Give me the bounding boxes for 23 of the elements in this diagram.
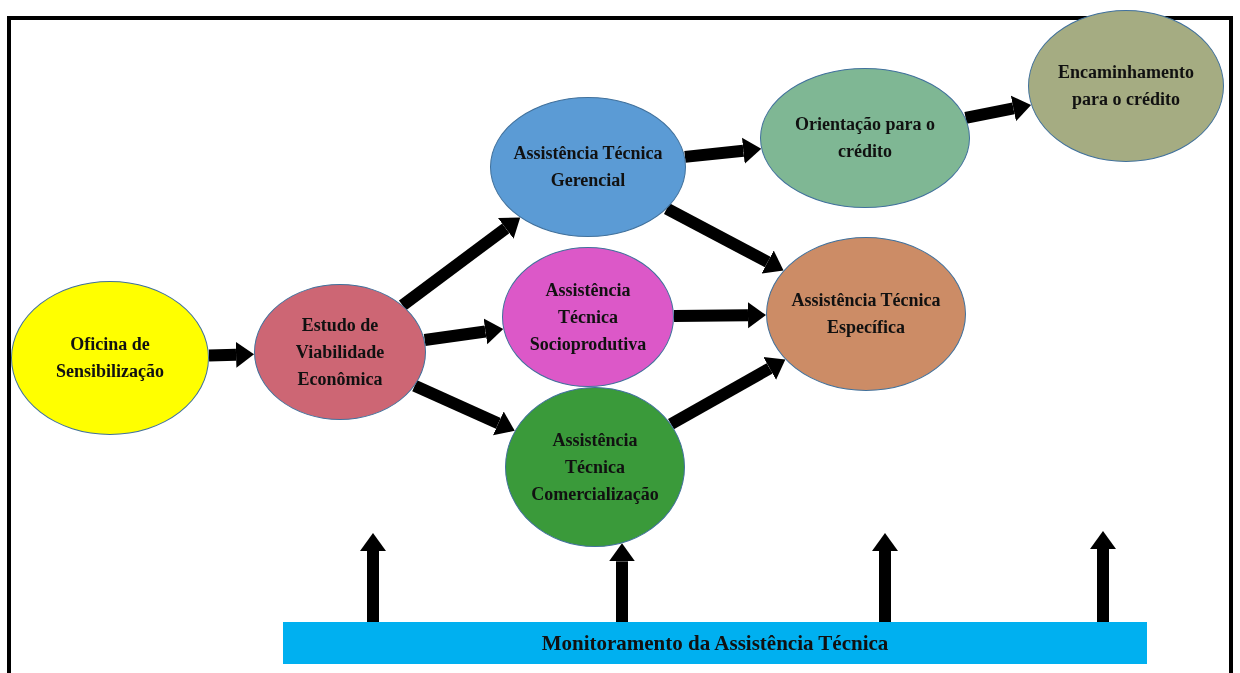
arrow <box>609 543 635 622</box>
arrow <box>663 203 784 274</box>
monitoring-bar <box>283 622 1147 664</box>
arrow <box>208 341 255 368</box>
node-label: Oficina de Sensibilização <box>55 333 165 383</box>
arrow <box>398 217 521 311</box>
arrow <box>1090 531 1116 622</box>
node-label: Assistência Técnica Comercialização <box>530 428 660 506</box>
arrow <box>360 533 386 622</box>
arrow <box>684 137 762 164</box>
node-label: Encaminhamento para o crédito <box>1057 61 1195 111</box>
node-label: Assistência Técnica Socioprodutiva <box>528 278 648 356</box>
node-label: Assistência Técnica Gerencial <box>512 142 664 192</box>
arrow <box>673 302 766 329</box>
node-label: Orientação para o crédito <box>794 113 936 163</box>
arrow <box>964 95 1032 124</box>
arrow <box>668 357 786 430</box>
node-label: Assistência Técnica Específica <box>790 289 942 339</box>
arrow <box>412 380 515 436</box>
arrow <box>423 318 504 346</box>
node-label: Monitoramento da Assistência Técnica <box>541 629 889 657</box>
arrow <box>872 533 898 622</box>
node-label: Estudo de Viabilidade Econômica <box>294 313 386 391</box>
